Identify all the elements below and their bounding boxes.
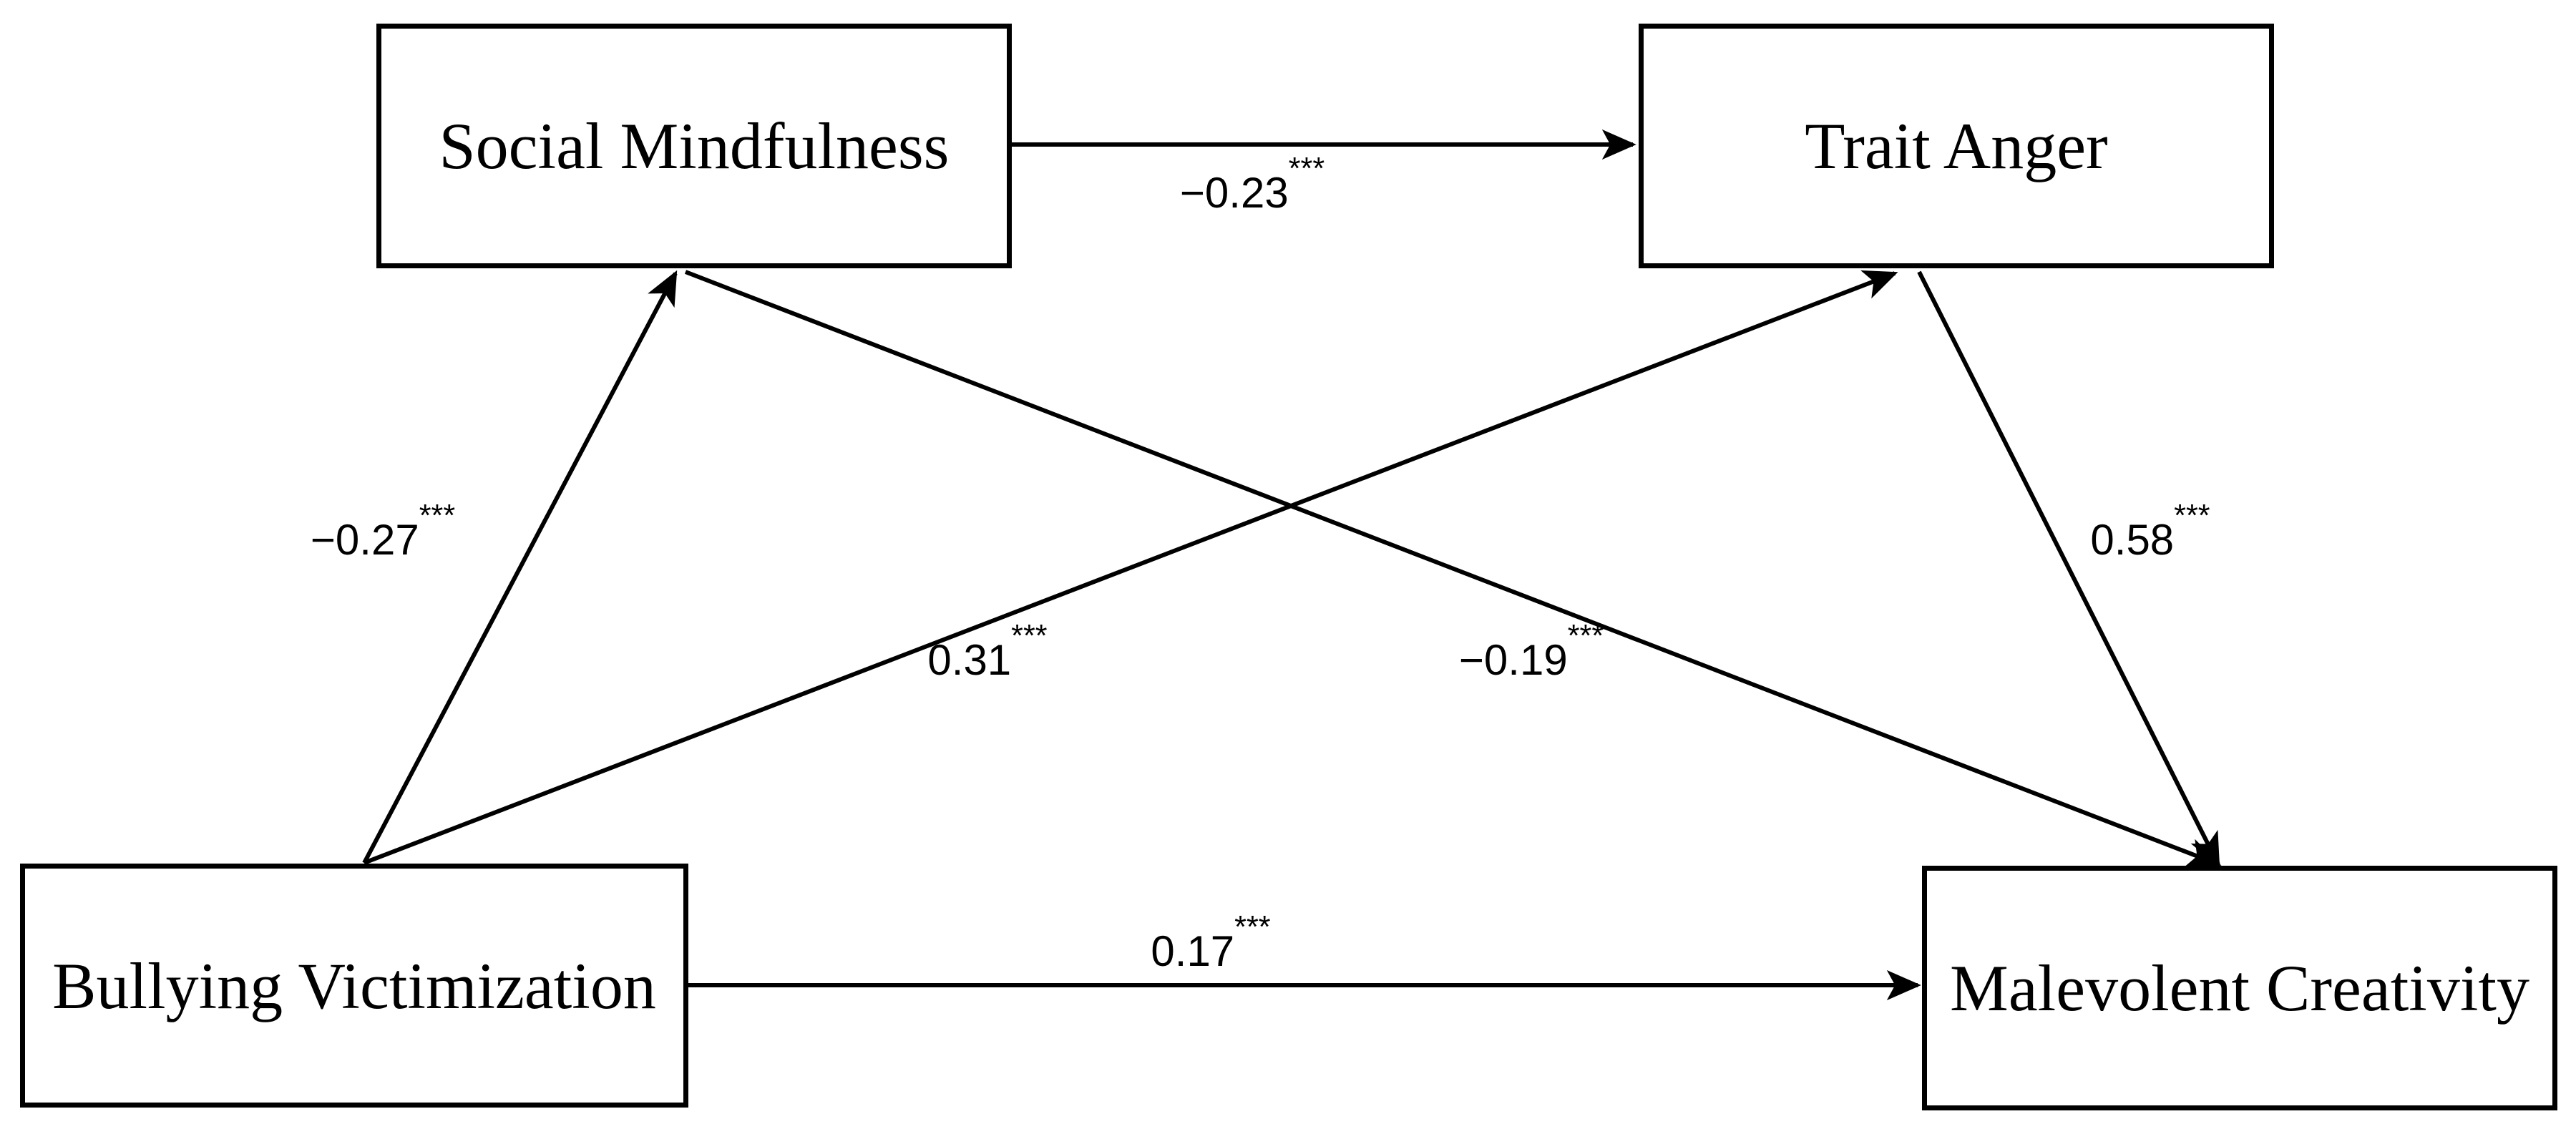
node-social-mindfulness-label: Social Mindfulness: [439, 109, 950, 182]
arrow-bv-to-ta: [363, 270, 1898, 865]
edge-significance: ***: [1011, 618, 1048, 653]
edge-significance: ***: [1567, 618, 1604, 653]
node-social-mindfulness: Social Mindfulness: [376, 24, 1012, 268]
edge-label-bv-to-ta: 0.31***: [927, 620, 1047, 684]
node-trait-anger: Trait Anger: [1639, 24, 2274, 268]
node-bullying-victimization-label: Bullying Victimization: [52, 949, 656, 1022]
arrow-sm-to-mc: [684, 270, 2222, 868]
edge-coefficient: −0.19: [1458, 636, 1568, 684]
node-trait-anger-label: Trait Anger: [1805, 109, 2108, 182]
edge-significance: ***: [419, 498, 456, 533]
edge-label-bv-to-sm: −0.27***: [310, 500, 455, 564]
edge-coefficient: −0.23: [1179, 169, 1289, 217]
node-malevolent-creativity: Malevolent Creativity: [1922, 866, 2557, 1110]
edge-coefficient: 0.58: [2090, 516, 2175, 564]
edge-label-bv-to-mc: 0.17***: [1151, 912, 1270, 975]
arrow-ta-to-mc: [1917, 270, 2220, 868]
node-bullying-victimization: Bullying Victimization: [20, 864, 688, 1108]
edge-significance: ***: [1234, 909, 1271, 944]
arrow-bv-to-sm: [362, 270, 678, 864]
edge-coefficient: −0.27: [310, 516, 419, 564]
edge-coefficient: 0.31: [927, 636, 1012, 684]
edge-significance: ***: [2174, 498, 2210, 533]
edge-label-ta-to-mc: 0.58***: [2090, 500, 2210, 564]
node-malevolent-creativity-label: Malevolent Creativity: [1950, 952, 2529, 1025]
edge-label-sm-to-mc: −0.19***: [1458, 620, 1604, 684]
edge-significance: ***: [1288, 151, 1325, 186]
edge-label-sm-to-ta: −0.23***: [1179, 153, 1324, 217]
edge-coefficient: 0.17: [1151, 927, 1235, 975]
